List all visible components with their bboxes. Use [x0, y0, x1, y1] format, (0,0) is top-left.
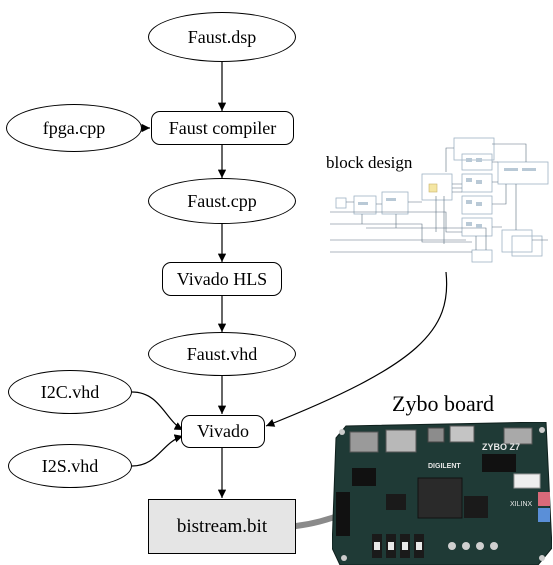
faust-vhd-node: Faust.vhd	[148, 332, 296, 376]
block-design-caption: block design	[326, 153, 413, 172]
faust-dsp-node: Faust.dsp	[148, 12, 296, 62]
i2s-vhd-node: I2S.vhd	[8, 444, 132, 488]
zybo-board-caption: Zybo board	[392, 391, 495, 416]
vivado-hls-node: Vivado HLS	[162, 262, 282, 296]
i2c-vhd-node: I2C.vhd	[8, 370, 132, 414]
faust-compiler-node: Faust compiler	[151, 111, 294, 145]
zybo-board-image: DIGILENT ZYBO Z7 XILINX	[332, 422, 552, 565]
faust-cpp-node: Faust.cpp	[148, 178, 296, 224]
edge-i2s-to-vivado	[131, 434, 184, 467]
edge-blockdesign-to-vivado	[265, 271, 448, 427]
edge-i2c-to-vivado	[131, 391, 184, 431]
block-design-image	[330, 137, 549, 263]
board-vendor-label: XILINX	[510, 501, 533, 508]
vivado-node: Vivado	[181, 415, 265, 448]
bitstream-node: bistream.bit	[148, 499, 296, 554]
board-brand-label: DIGILENT	[428, 463, 461, 470]
board-model-label: ZYBO Z7	[482, 442, 520, 452]
fpga-cpp-node: fpga.cpp	[6, 104, 142, 152]
